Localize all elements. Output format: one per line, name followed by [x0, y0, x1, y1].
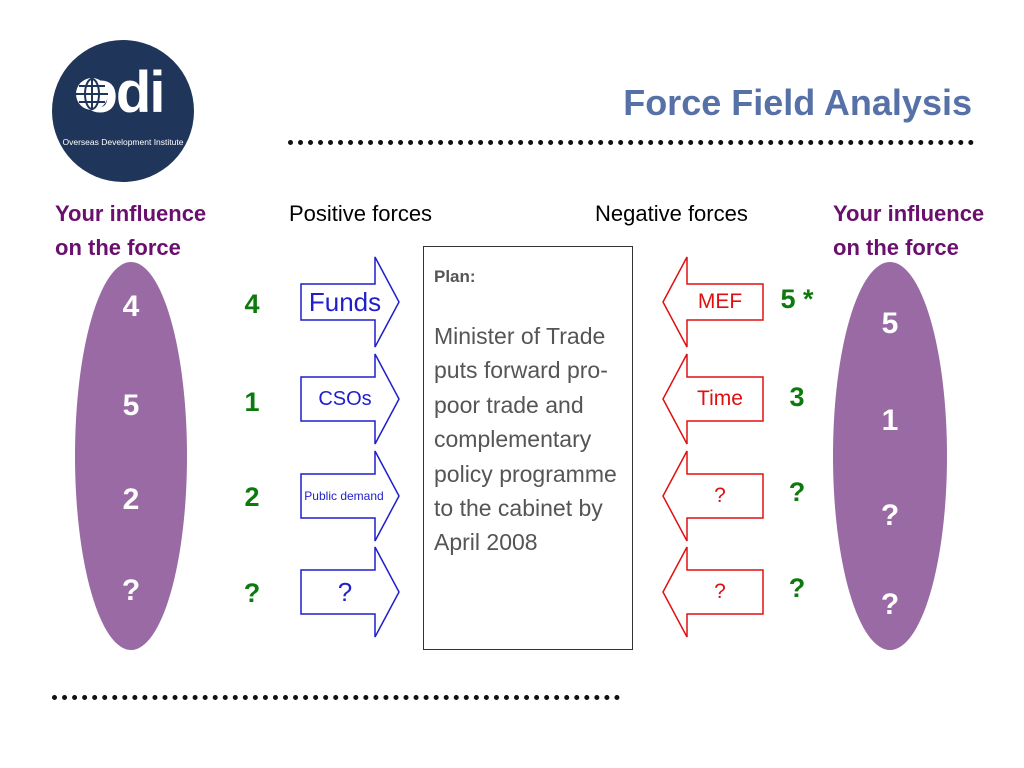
positive-force-label: Public demand: [304, 489, 384, 503]
left-influence-value: 2: [122, 483, 140, 516]
positive-force-score: 1: [244, 387, 260, 417]
positive-force-arrow: CSOs: [300, 353, 400, 445]
positive-force-arrow: ?: [300, 546, 400, 638]
plan-box: Plan: Minister of Trade puts forward pro…: [423, 246, 633, 650]
page-title: Force Field Analysis: [623, 82, 972, 123]
positive-force-label: ?: [337, 576, 353, 607]
right-influence-value: ?: [880, 588, 900, 621]
positive-force-label: Funds: [308, 286, 382, 317]
logo-subtitle: Overseas Development Institute: [62, 137, 184, 147]
logo-wordmark: odi: [82, 60, 166, 125]
negative-force-score: 5 *: [780, 284, 814, 314]
positive-force-score: 2: [244, 482, 260, 512]
left-influence-value: 5: [122, 389, 140, 422]
positive-forces-header: Positive forces: [289, 201, 433, 226]
negative-forces-header: Negative forces: [595, 201, 748, 226]
plan-text: Minister of Trade puts forward pro-poor …: [434, 323, 617, 556]
left-influence-value: ?: [121, 574, 141, 607]
negative-force-arrow: MEF: [662, 256, 764, 348]
bottom-dotted-divider: [52, 695, 620, 700]
left-influence-value: 4: [122, 290, 140, 323]
right-influence-value: ?: [880, 499, 900, 532]
top-dotted-divider: [288, 140, 974, 145]
negative-force-label: Time: [697, 387, 743, 410]
plan-heading: Plan:: [434, 267, 476, 286]
positive-force-arrow: Funds: [300, 256, 400, 348]
negative-force-arrow: ?: [662, 450, 764, 542]
right-influence-header: Your influence on the force: [833, 201, 985, 260]
negative-force-label: ?: [714, 484, 726, 507]
odi-logo: odi Overseas Development Institute: [52, 40, 194, 182]
right-influence-value: 1: [881, 404, 899, 437]
negative-force-label: ?: [714, 580, 726, 603]
negative-force-score: ?: [788, 477, 806, 507]
positive-force-score: ?: [243, 578, 261, 608]
positive-force-label: CSOs: [318, 387, 372, 410]
negative-force-score: 3: [789, 382, 805, 412]
right-influence-oval: 5 1 ? ?: [833, 262, 947, 650]
globe-icon: [76, 78, 108, 110]
left-influence-header: Your influence on the force: [55, 201, 207, 260]
right-influence-value: 5: [881, 307, 899, 340]
negative-force-label: MEF: [697, 290, 743, 313]
negative-force-arrow: Time: [662, 353, 764, 445]
left-influence-oval: 4 5 2 ?: [75, 262, 187, 650]
positive-force-score: 4: [244, 289, 260, 319]
negative-force-score: ?: [788, 573, 806, 603]
positive-force-arrow: Public demand: [300, 450, 400, 542]
negative-force-arrow: ?: [662, 546, 764, 638]
